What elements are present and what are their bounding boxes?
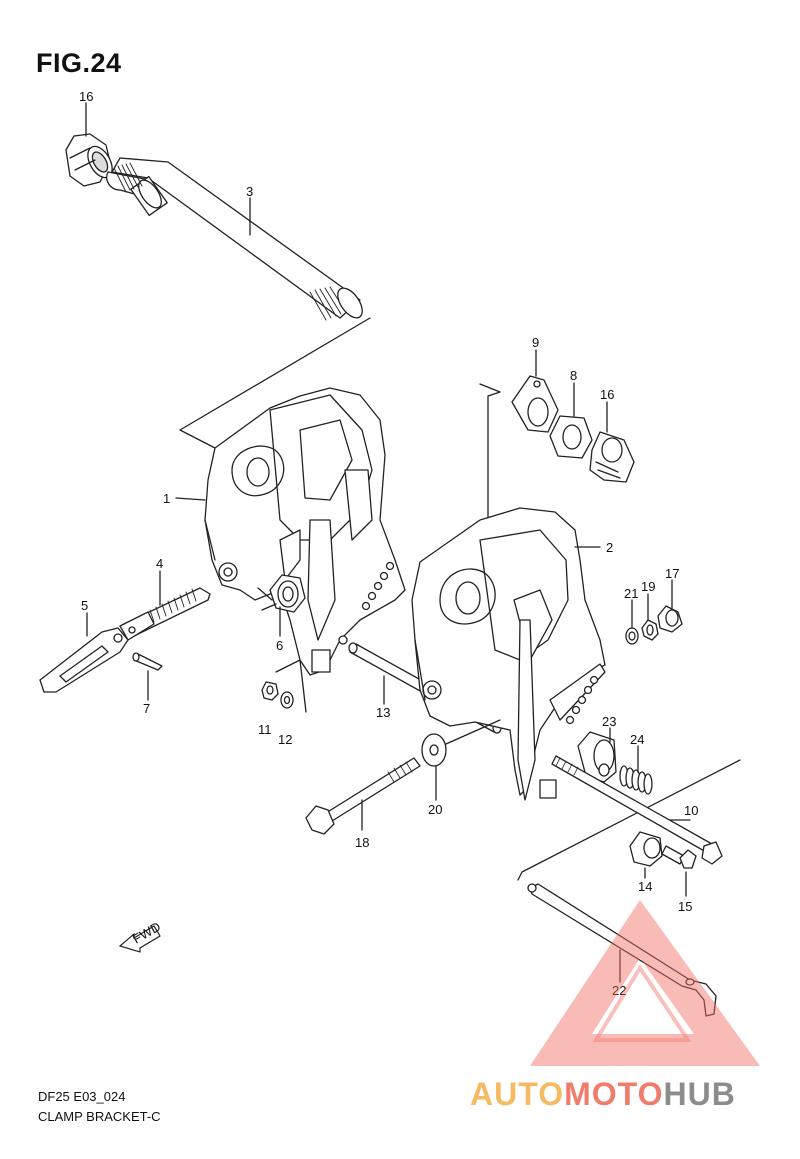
nut-8 [549,415,593,459]
clamp-bracket-2 [411,507,606,801]
callout-7: 7 [143,701,150,716]
callout-16b: 16 [600,387,614,402]
brand-part-moto: MOTO [564,1076,664,1112]
callout-8: 8 [570,368,577,383]
callout-23: 23 [602,714,616,729]
callout-14: 14 [638,879,652,894]
leader-washer-to-bracket [479,383,501,611]
callout-5: 5 [81,598,88,613]
nut-11 [261,681,279,701]
callout-20: 20 [428,802,442,817]
callout-19: 19 [641,579,655,594]
threaded-rod-4 [119,587,211,641]
spring-24 [619,765,653,795]
callout-4: 4 [156,556,163,571]
callout-13: 13 [376,705,390,720]
spacer-19 [641,619,659,641]
callout-16a: 16 [79,89,93,104]
leader-tube-to-bracket [179,317,371,449]
lever-5 [39,627,129,693]
pin-7 [132,652,163,671]
callout-15: 15 [678,899,692,914]
callout-3: 3 [246,184,253,199]
tilt-tube-3 [106,157,363,321]
collar-17 [657,605,683,633]
leader-22 [517,759,741,881]
cap-nut-16-right [589,431,635,483]
bolt-15 [661,845,697,869]
callout-21: 21 [624,586,638,601]
callout-9: 9 [532,335,539,350]
callout-17: 17 [665,566,679,581]
rod-22 [527,883,717,1017]
callout-24: 24 [630,732,644,747]
brand-part-auto: AUTO [470,1076,565,1112]
washer-20 [421,733,447,767]
callout-18: 18 [355,835,369,850]
callout-22: 22 [612,983,626,998]
callout-2: 2 [606,540,613,555]
figure-code: DF25 E03_024 [38,1089,126,1104]
bolt-18 [305,757,421,835]
brand-part-hub: HUB [663,1076,736,1112]
collar-14 [629,831,663,867]
washer-plate-9 [511,375,559,433]
clamp-bracket-1 [204,387,406,676]
callout-1: 1 [163,491,170,506]
figure-name: CLAMP BRACKET-C [38,1109,161,1124]
figure-title: FIG.24 [36,48,122,78]
watermark-brand: AUTOMOTOHUB [470,1076,736,1113]
washer-21 [625,627,639,645]
holder-23 [577,731,617,783]
callout-11: 11 [258,722,272,737]
forward-arrow-icon: FWD [118,919,163,953]
cap-nut-16-top [65,133,113,187]
callout-12: 12 [278,732,292,747]
washer-12 [280,691,294,709]
callout-6: 6 [276,638,283,653]
watermark-logo-icon [530,900,760,1066]
bolt-10 [551,755,723,865]
callout-labels: 16 3 9 8 16 1 2 17 21 19 4 5 6 7 13 11 1… [79,89,698,998]
bushing-6 [257,574,306,613]
callout-10: 10 [684,803,698,818]
